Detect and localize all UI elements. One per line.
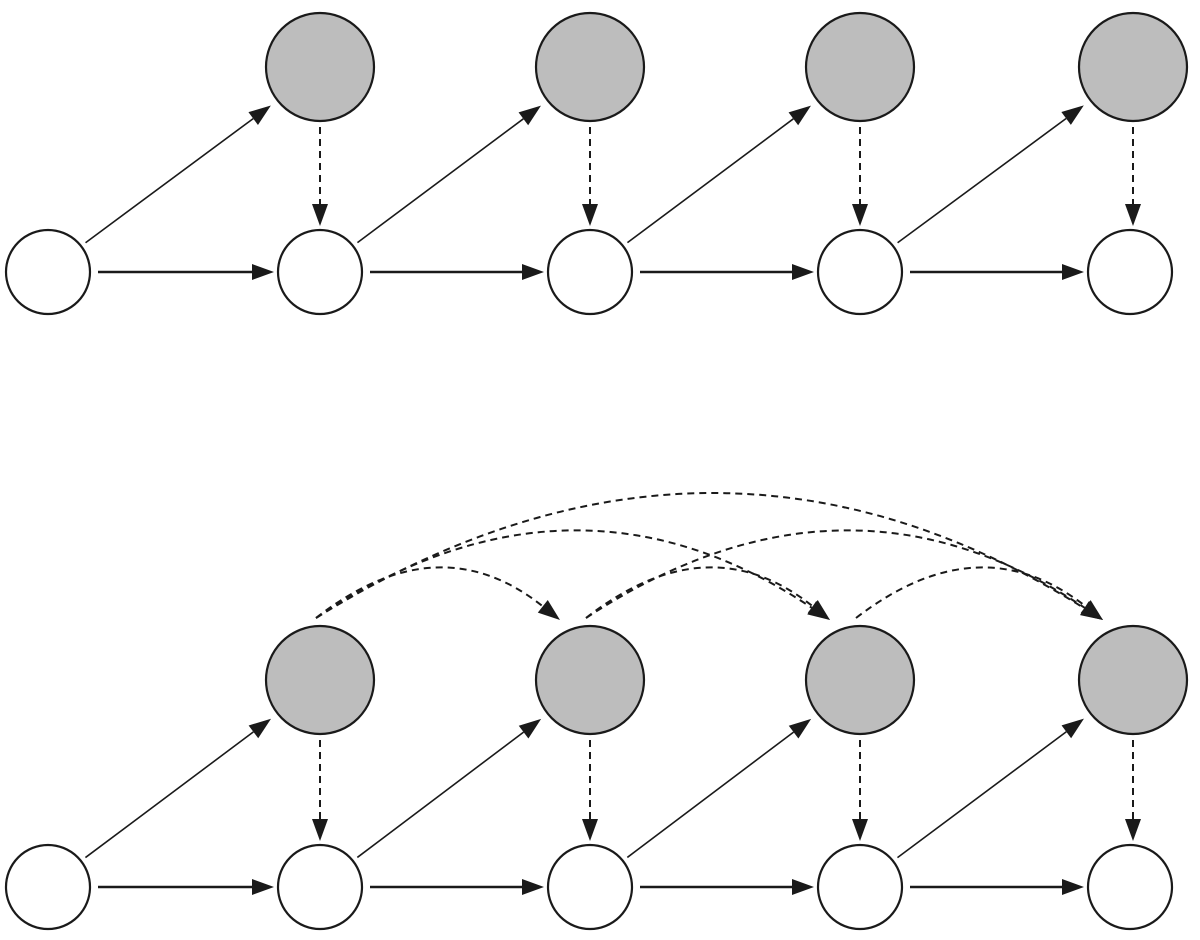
bottom-diagram	[4, 492, 1189, 931]
edge-observed-2-to-hidden-2	[626, 731, 795, 859]
edge-observed-3-to-hidden-3	[896, 731, 1067, 859]
memory-edge-hidden-0-to-2	[315, 529, 813, 619]
observed-node-3	[816, 843, 904, 931]
edge-hidden-0-to-observed-1-arrowhead	[312, 819, 328, 841]
observed-node-2	[546, 228, 634, 316]
edge-observed-3-to-hidden-3	[897, 117, 1067, 244]
edge-observed-1-to-hidden-1	[356, 731, 525, 859]
edge-observed-2-to-hidden-2	[626, 118, 794, 244]
memory-edge-hidden-1-to-3	[585, 529, 1086, 619]
observed-node-2	[546, 843, 634, 931]
hidden-node-0	[264, 624, 376, 736]
edge-observed-1-to-hidden-1-arrowhead	[518, 718, 542, 739]
edge-observed-3-to-hidden-3-arrowhead	[1061, 718, 1084, 739]
memory-edge-hidden-0-to-1	[315, 566, 544, 619]
edge-observed-0-to-1-arrowhead	[252, 264, 274, 280]
observed-node-0	[4, 843, 92, 931]
edge-observed-3-to-hidden-3-arrowhead	[1061, 105, 1084, 125]
edge-observed-2-to-3-arrowhead	[792, 879, 814, 895]
hidden-node-2	[804, 624, 916, 736]
edge-observed-0-to-hidden-0	[84, 731, 254, 859]
edge-hidden-1-to-observed-2-arrowhead	[582, 204, 598, 226]
memory-edge-hidden-0-to-3	[315, 492, 1085, 619]
memory-edge-hidden-0-to-1-arrowhead	[537, 600, 560, 620]
edge-observed-3-to-4-arrowhead	[1062, 879, 1084, 895]
observed-node-4	[1086, 843, 1174, 931]
edge-observed-0-to-hidden-0	[85, 117, 254, 244]
edge-observed-0-to-hidden-0-arrowhead	[248, 718, 272, 739]
hidden-node-3	[1077, 624, 1189, 736]
memory-edge-hidden-2-to-3-arrowhead	[1080, 600, 1103, 620]
memory-edge-hidden-1-to-2	[585, 566, 814, 619]
edge-observed-2-to-hidden-2-arrowhead	[788, 718, 812, 739]
observed-node-0	[4, 228, 92, 316]
edge-observed-1-to-2-arrowhead	[522, 264, 544, 280]
edge-observed-3-to-4-arrowhead	[1062, 264, 1084, 280]
edge-observed-0-to-1-arrowhead	[252, 879, 274, 895]
hidden-node-1	[534, 624, 646, 736]
observed-node-3	[816, 228, 904, 316]
top-diagram	[4, 11, 1189, 316]
hidden-node-2	[804, 11, 916, 123]
edge-observed-0-to-hidden-0-arrowhead	[248, 105, 271, 126]
memory-edge-hidden-2-to-3	[855, 566, 1087, 619]
edge-observed-1-to-hidden-1-arrowhead	[518, 105, 541, 126]
observed-node-1	[276, 843, 364, 931]
edge-hidden-0-to-observed-1-arrowhead	[312, 204, 328, 226]
edge-observed-1-to-hidden-1	[356, 118, 524, 244]
hidden-node-0	[264, 11, 376, 123]
edge-observed-2-to-3-arrowhead	[792, 264, 814, 280]
edge-hidden-3-to-observed-4-arrowhead	[1125, 204, 1141, 226]
edge-hidden-2-to-observed-3-arrowhead	[852, 819, 868, 841]
observed-node-1	[276, 228, 364, 316]
edge-observed-2-to-hidden-2-arrowhead	[788, 105, 811, 126]
edge-observed-1-to-2-arrowhead	[522, 879, 544, 895]
hidden-node-3	[1077, 11, 1189, 123]
edge-hidden-3-to-observed-4-arrowhead	[1125, 819, 1141, 841]
edge-hidden-2-to-observed-3-arrowhead	[852, 204, 868, 226]
hidden-node-1	[534, 11, 646, 123]
memory-edge-hidden-1-to-2-arrowhead	[807, 600, 830, 620]
edge-hidden-1-to-observed-2-arrowhead	[582, 819, 598, 841]
observed-node-4	[1086, 228, 1174, 316]
